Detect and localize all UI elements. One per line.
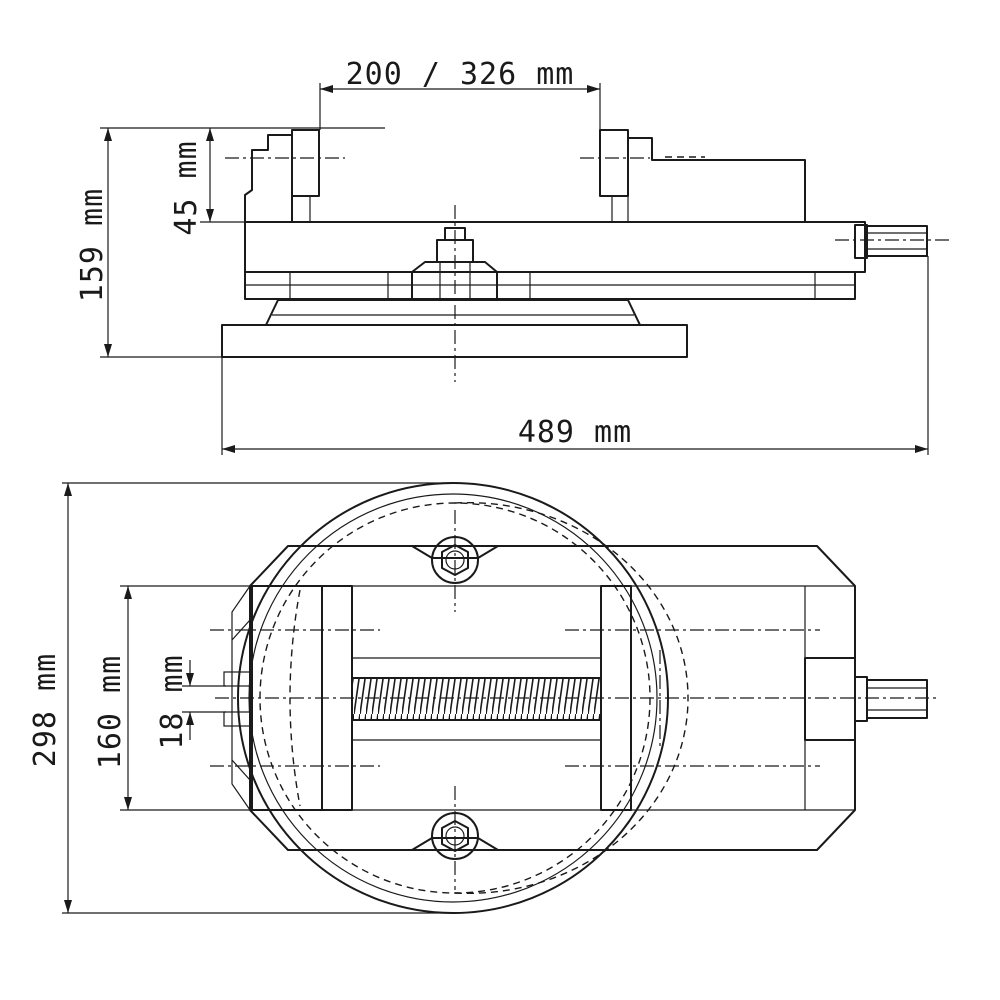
spindle-collar-top xyxy=(854,676,868,722)
fixed-jaw-housing xyxy=(244,134,293,223)
spindle-end-top xyxy=(866,679,928,719)
jaw-height-label: 45 mm xyxy=(169,140,204,235)
slot-width-label: 18 mm xyxy=(155,654,190,749)
spindle-thread xyxy=(353,678,601,720)
turntable xyxy=(265,299,641,326)
top-view xyxy=(210,482,940,914)
side-view xyxy=(221,129,950,382)
total-length-label: 489 mm xyxy=(518,415,632,450)
spindle-housing xyxy=(804,657,856,741)
movable-jaw-housing xyxy=(627,137,806,223)
side-dimensions: 200 / 326 mm 159 mm 45 mm 489 mm xyxy=(75,57,929,455)
vise-body-outline xyxy=(249,545,856,851)
total-height-label: 159 mm xyxy=(75,188,110,302)
jaw-width-label: 160 mm xyxy=(93,655,128,769)
top-dimensions: 298 mm 160 mm 18 mm xyxy=(28,482,453,914)
jaw-opening-label: 200 / 326 mm xyxy=(346,57,575,92)
movable-jaw-plate xyxy=(599,129,629,197)
fixed-jaw-plate xyxy=(291,129,320,197)
total-width-label: 298 mm xyxy=(28,653,63,767)
vise-body xyxy=(244,221,866,273)
fixed-jaw-block xyxy=(251,585,323,811)
spindle-end xyxy=(866,225,928,257)
